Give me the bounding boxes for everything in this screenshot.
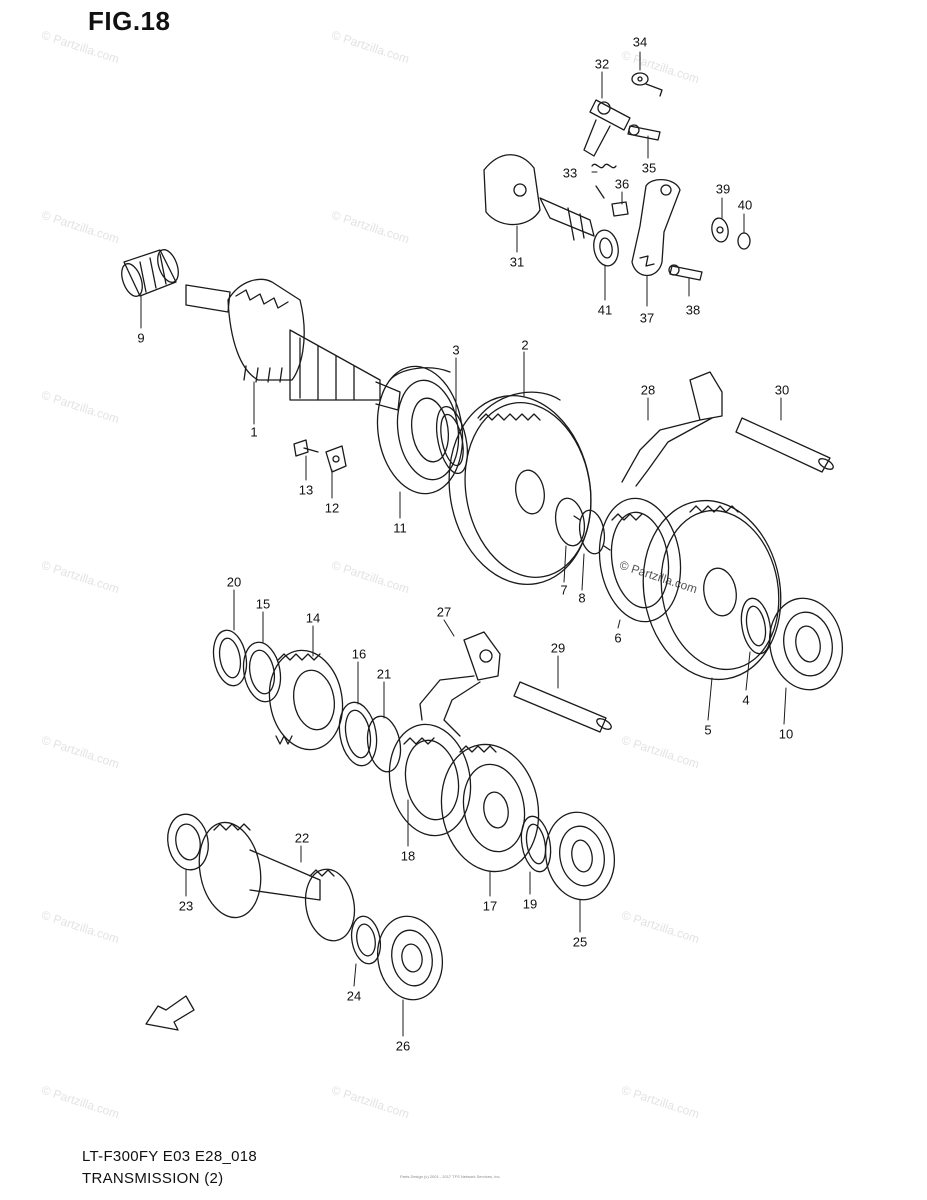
footer-model-code: LT-F300FY E03 E28_018	[82, 1148, 258, 1165]
callout-37: 37	[639, 310, 655, 326]
washer-part[interactable]	[631, 72, 663, 97]
callout-3: 3	[452, 342, 460, 358]
callout-23: 23	[178, 898, 194, 914]
input-shaft-part[interactable]	[185, 278, 401, 411]
bearing-retainer-plate-part[interactable]	[325, 445, 347, 473]
callout-32: 32	[594, 56, 610, 72]
callout-34: 34	[632, 34, 648, 50]
retainer-screw-part[interactable]	[293, 439, 319, 457]
leader-lines	[140, 51, 787, 1037]
shift-fork-part[interactable]	[621, 371, 723, 487]
oil-seal-part[interactable]	[591, 228, 621, 268]
stopper-bolt-part[interactable]	[627, 124, 661, 141]
ball-bearing-part[interactable]	[763, 592, 850, 695]
fork-shaft-part[interactable]	[513, 681, 613, 733]
ball-bearing-part[interactable]	[370, 361, 471, 499]
thrust-washer-part[interactable]	[737, 596, 774, 656]
callout-20: 20	[226, 574, 242, 590]
callout-41: 41	[597, 302, 613, 318]
footer-section-name: TRANSMISSION (2)	[82, 1170, 224, 1187]
fifth-gear-part[interactable]	[629, 490, 794, 691]
callout-19: 19	[522, 896, 538, 912]
callout-11: 11	[393, 520, 407, 536]
thrust-washer-part[interactable]	[163, 811, 212, 873]
callout-7: 7	[560, 582, 568, 598]
figure-title: FIG.18	[88, 6, 171, 36]
callout-38: 38	[685, 302, 701, 318]
ball-bearing-part[interactable]	[371, 911, 449, 1005]
lever-bolt-part[interactable]	[668, 264, 703, 281]
callout-16: 16	[351, 646, 367, 662]
callout-4: 4	[742, 692, 750, 708]
thrust-washer-part[interactable]	[517, 814, 554, 874]
callout-21: 21	[376, 666, 392, 682]
callout-5: 5	[704, 722, 712, 738]
callout-8: 8	[578, 590, 586, 606]
callout-10: 10	[778, 726, 794, 742]
callout-31: 31	[509, 254, 525, 270]
callout-36: 36	[614, 176, 630, 192]
thrust-washer-part[interactable]	[431, 404, 473, 476]
callout-30: 30	[774, 382, 790, 398]
callout-2: 2	[521, 337, 529, 353]
callout-39: 39	[715, 181, 731, 197]
ball-bearing-part[interactable]	[539, 807, 621, 905]
callout-33: 33	[562, 165, 578, 181]
lock-washer-part[interactable]	[573, 508, 611, 555]
counter-gear-part[interactable]	[262, 645, 350, 756]
shift-lever-part[interactable]	[631, 179, 681, 277]
callout-22: 22	[294, 830, 310, 846]
sliding-gear-part[interactable]	[592, 493, 688, 627]
forward-arrow-icon	[145, 995, 195, 1031]
callout-35: 35	[641, 160, 657, 176]
needle-bearing-part[interactable]	[118, 247, 183, 299]
counter-gear-part[interactable]	[432, 737, 549, 880]
snap-ring-part[interactable]	[363, 714, 404, 775]
return-spring-part[interactable]	[591, 163, 617, 199]
shift-fork-part[interactable]	[419, 631, 501, 737]
callout-25: 25	[572, 934, 588, 950]
thrust-washer-part[interactable]	[335, 699, 382, 768]
callout-14: 14	[305, 610, 321, 626]
copyright-note: Parts Design (c) 2001 - 2017 TFS Network…	[400, 1174, 501, 1179]
callout-26: 26	[395, 1038, 411, 1054]
cam-stopper-part[interactable]	[583, 99, 631, 157]
callout-24: 24	[346, 988, 362, 1004]
callout-28: 28	[640, 382, 656, 398]
fork-shaft-part[interactable]	[735, 417, 835, 473]
callout-27: 27	[436, 604, 452, 620]
large-driven-gear-part[interactable]	[435, 384, 606, 595]
gearshift-cam-part[interactable]	[483, 154, 595, 241]
callout-15: 15	[255, 596, 271, 612]
callout-17: 17	[482, 898, 498, 914]
needle-bearing-part[interactable]	[239, 639, 285, 704]
callout-12: 12	[324, 500, 340, 516]
callout-18: 18	[400, 848, 416, 864]
callout-13: 13	[298, 482, 314, 498]
pin-bolt-part[interactable]	[611, 201, 629, 217]
circlip-part[interactable]	[737, 232, 751, 250]
countershaft-part[interactable]	[192, 818, 360, 945]
callout-40: 40	[737, 197, 753, 213]
callout-29: 29	[550, 640, 566, 656]
callout-6: 6	[614, 630, 622, 646]
callout-9: 9	[137, 330, 145, 346]
sliding-gear-part[interactable]	[381, 718, 479, 842]
snap-ring-part[interactable]	[552, 496, 588, 548]
washer-part[interactable]	[710, 217, 730, 243]
callout-1: 1	[250, 424, 258, 440]
